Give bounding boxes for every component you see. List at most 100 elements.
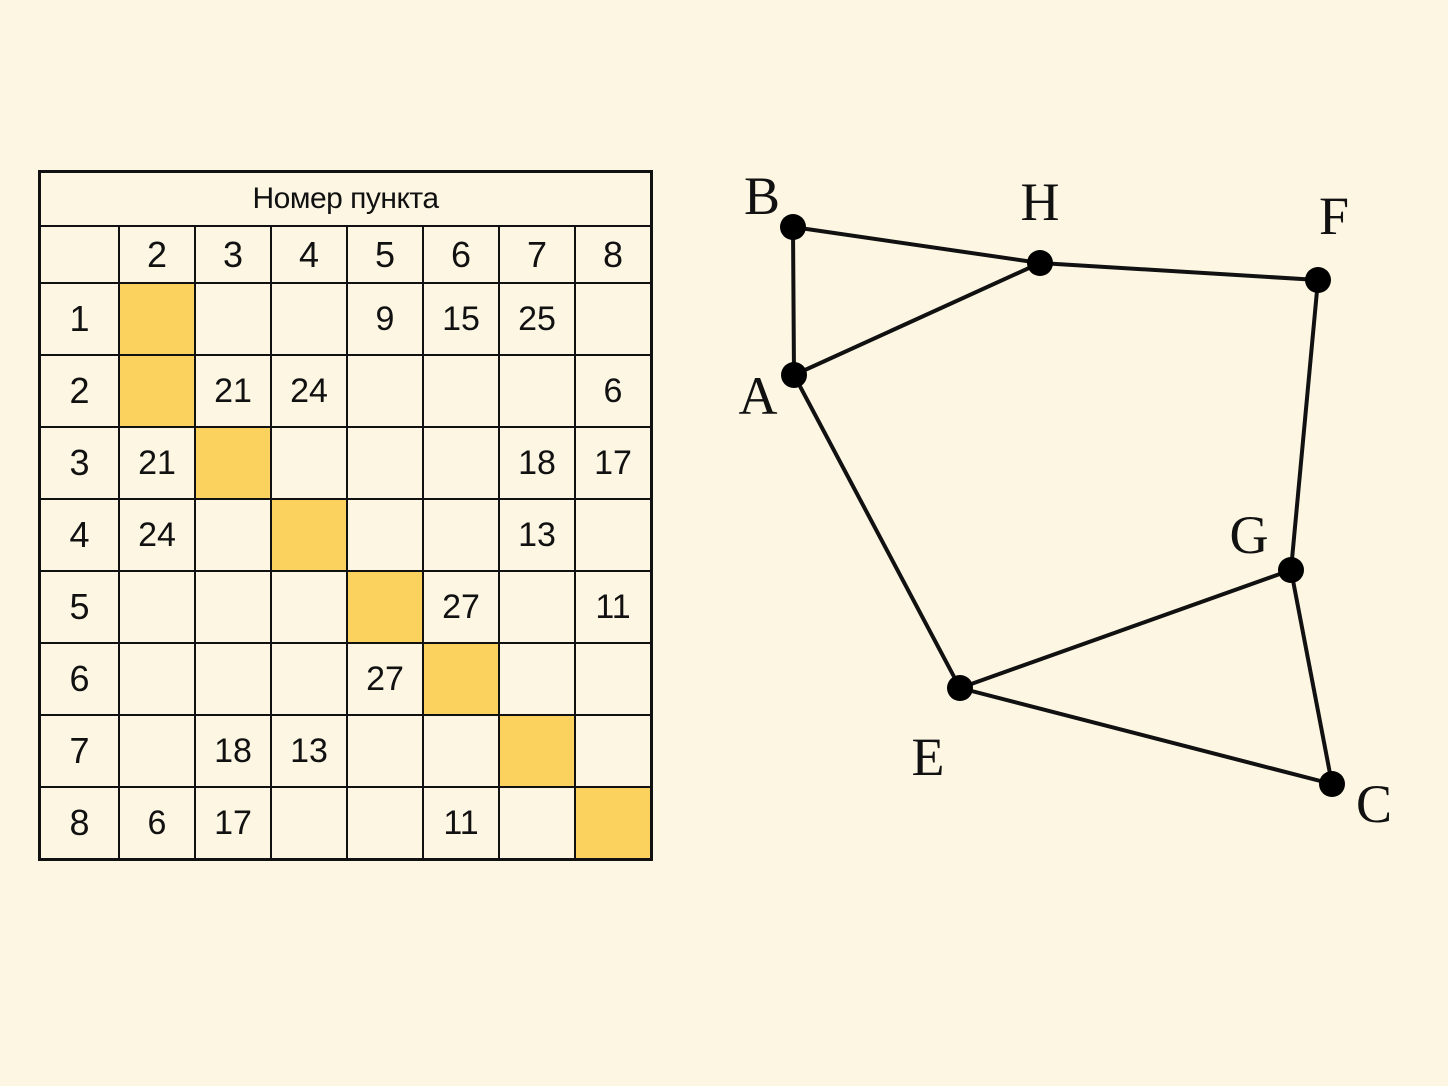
column-header: 5 xyxy=(346,225,424,284)
table-cell: 21 xyxy=(194,354,272,428)
vertex-label-E: E xyxy=(912,727,945,787)
table-cell: 11 xyxy=(422,786,500,861)
row-header: 5 xyxy=(38,570,120,644)
table-cell xyxy=(194,570,272,644)
edge-F-G xyxy=(1289,279,1320,571)
table-cell xyxy=(270,642,348,716)
row-header: 3 xyxy=(38,426,120,500)
row-header: 2 xyxy=(38,354,120,428)
shaded-cell xyxy=(118,282,196,356)
table-cell xyxy=(194,282,272,356)
column-header: 3 xyxy=(194,225,272,284)
table-cell xyxy=(498,786,576,861)
graph-labels: A B C E F G H xyxy=(739,166,1393,834)
shaded-cell xyxy=(422,642,500,716)
vertex-F xyxy=(1305,267,1331,293)
table-cell: 17 xyxy=(574,426,653,500)
vertex-A xyxy=(781,362,807,388)
table-cell: 6 xyxy=(574,354,653,428)
table-cell: 17 xyxy=(194,786,272,861)
table-cell: 18 xyxy=(194,714,272,788)
row-header: 6 xyxy=(38,642,120,716)
graph-edges xyxy=(791,225,1334,786)
table-title-row: Номер пункта xyxy=(38,170,653,227)
table-cell xyxy=(346,354,424,428)
table-cell xyxy=(118,642,196,716)
edge-A-H xyxy=(793,261,1041,377)
table-cell: 13 xyxy=(498,498,576,572)
table-cell xyxy=(118,570,196,644)
vertex-label-H: H xyxy=(1021,172,1060,232)
column-header: 6 xyxy=(422,225,500,284)
table-cell xyxy=(422,354,500,428)
table-cell xyxy=(574,282,653,356)
edge-G-E xyxy=(959,568,1292,690)
table-cell xyxy=(118,714,196,788)
shaded-cell xyxy=(194,426,272,500)
table-cell: 13 xyxy=(270,714,348,788)
table-cell xyxy=(574,714,653,788)
corner-cell xyxy=(38,225,120,284)
vertex-E xyxy=(947,675,973,701)
table-cell xyxy=(422,714,500,788)
table-cell: 27 xyxy=(422,570,500,644)
shaded-cell xyxy=(270,498,348,572)
edge-H-F xyxy=(1039,261,1319,282)
table-cell: 24 xyxy=(118,498,196,572)
row-header: 8 xyxy=(38,786,120,861)
row-header: 1 xyxy=(38,282,120,356)
vertex-C xyxy=(1319,771,1345,797)
column-header: 7 xyxy=(498,225,576,284)
shaded-cell xyxy=(498,714,576,788)
table-title: Номер пункта xyxy=(38,170,653,227)
table-cell xyxy=(270,426,348,500)
table-cell xyxy=(270,282,348,356)
table-cell: 6 xyxy=(118,786,196,861)
table-cell: 25 xyxy=(498,282,576,356)
vertex-label-B: B xyxy=(744,166,780,226)
column-header: 4 xyxy=(270,225,348,284)
vertex-label-G: G xyxy=(1230,505,1269,565)
table-cell: 11 xyxy=(574,570,653,644)
table-cell xyxy=(422,426,500,500)
table-cell xyxy=(574,642,653,716)
table-cell: 15 xyxy=(422,282,500,356)
edge-A-E xyxy=(792,374,962,689)
edge-B-H xyxy=(792,225,1041,265)
vertex-label-C: C xyxy=(1356,774,1392,834)
row-header: 7 xyxy=(38,714,120,788)
table-cell: 24 xyxy=(270,354,348,428)
vertex-H xyxy=(1027,250,1053,276)
column-header: 8 xyxy=(574,225,653,284)
vertex-label-A: A xyxy=(739,366,778,426)
table-cell xyxy=(498,642,576,716)
table-cell xyxy=(422,498,500,572)
vertex-label-F: F xyxy=(1319,186,1349,246)
edge-E-C xyxy=(959,686,1333,786)
table-cell xyxy=(498,354,576,428)
table-cell xyxy=(346,498,424,572)
vertex-B xyxy=(780,214,806,240)
shaded-cell xyxy=(118,354,196,428)
shaded-cell xyxy=(346,570,424,644)
table-cell xyxy=(498,570,576,644)
table-cell xyxy=(270,570,348,644)
row-header: 4 xyxy=(38,498,120,572)
table-cell: 18 xyxy=(498,426,576,500)
graph-vertices xyxy=(780,214,1345,797)
table-cell xyxy=(194,498,272,572)
table-row: 6 27 xyxy=(38,642,653,716)
table-cell xyxy=(346,426,424,500)
table-cell xyxy=(346,786,424,861)
table-cell: 27 xyxy=(346,642,424,716)
